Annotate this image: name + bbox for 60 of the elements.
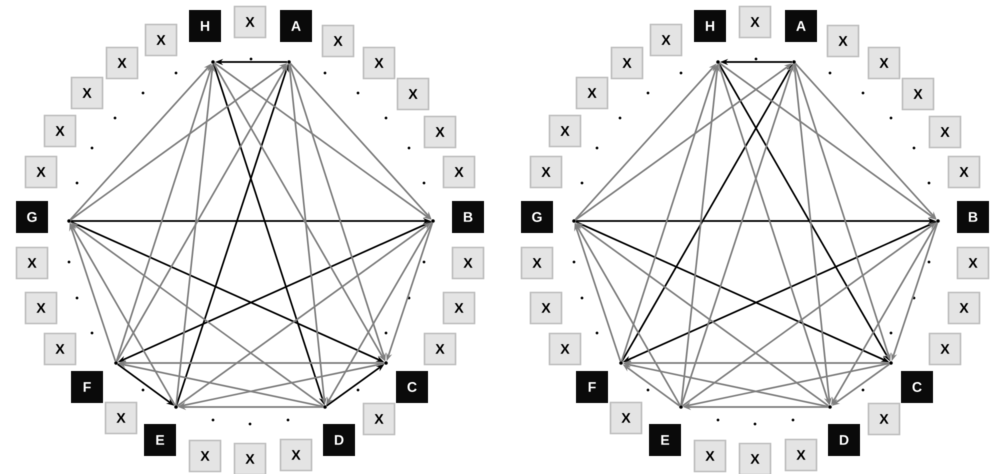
letter-box: X: [24, 292, 58, 324]
letter-box: X: [530, 292, 562, 324]
letter-box: H: [694, 10, 726, 42]
letter-box: X: [868, 402, 900, 436]
letter-box: C: [901, 371, 933, 403]
letter-box: X: [396, 78, 430, 110]
letter-box: B: [452, 201, 484, 233]
letter-box: X: [956, 246, 990, 280]
letter-box: X: [548, 332, 582, 366]
letter-box: F: [576, 371, 608, 403]
letter-box: X: [24, 156, 58, 188]
letter-box: X: [650, 24, 682, 56]
letter-box: F: [71, 371, 104, 403]
letter-box: G: [16, 201, 48, 233]
letter-box: X: [70, 76, 104, 110]
letter-box: X: [576, 76, 608, 110]
letter-box: X: [948, 156, 980, 188]
letter-box: A: [785, 10, 817, 42]
letter-box: D: [828, 424, 860, 456]
letter-box: X: [106, 46, 138, 80]
letter-box: X: [362, 402, 396, 436]
letter-box: X: [104, 402, 138, 434]
letter-box: X: [928, 116, 962, 148]
letter-box: X: [280, 438, 312, 472]
letter-box: X: [362, 46, 396, 80]
letter-box: X: [44, 114, 76, 148]
letter-box: X: [610, 402, 642, 434]
letter-box: X: [442, 292, 476, 324]
letter-box: X: [442, 156, 476, 188]
letter-box: X: [322, 24, 354, 58]
letter-box: X: [902, 78, 934, 110]
letter-box: X: [520, 246, 554, 280]
letter-box: X: [188, 440, 222, 472]
letter-box: X: [530, 156, 562, 188]
letter-box: X: [424, 332, 456, 366]
letter-box: X: [738, 442, 772, 474]
letter-box: X: [784, 438, 818, 472]
letter-box: X: [144, 24, 178, 56]
letter-box: X: [548, 114, 582, 148]
letter-box: G: [521, 201, 553, 233]
letter-box: X: [610, 46, 644, 80]
letter-box: X: [44, 332, 76, 366]
letter-box: H: [189, 10, 221, 42]
letter-box: X: [826, 24, 860, 58]
letter-box: X: [738, 6, 772, 38]
letter-box: E: [144, 424, 176, 456]
letter-box: X: [694, 440, 726, 472]
letter-box: A: [280, 10, 312, 42]
letter-box: X: [928, 332, 962, 366]
letter-box: X: [16, 246, 48, 280]
letter-box: X: [868, 46, 900, 80]
letter-box: D: [323, 424, 355, 456]
letter-box: E: [649, 424, 681, 456]
letter-box: C: [396, 371, 428, 403]
letter-box: B: [957, 201, 989, 233]
letter-box: X: [234, 6, 266, 38]
letter-box: X: [424, 116, 456, 148]
letter-box: X: [948, 292, 980, 324]
letter-box: X: [234, 442, 266, 474]
letter-box: X: [452, 246, 484, 280]
